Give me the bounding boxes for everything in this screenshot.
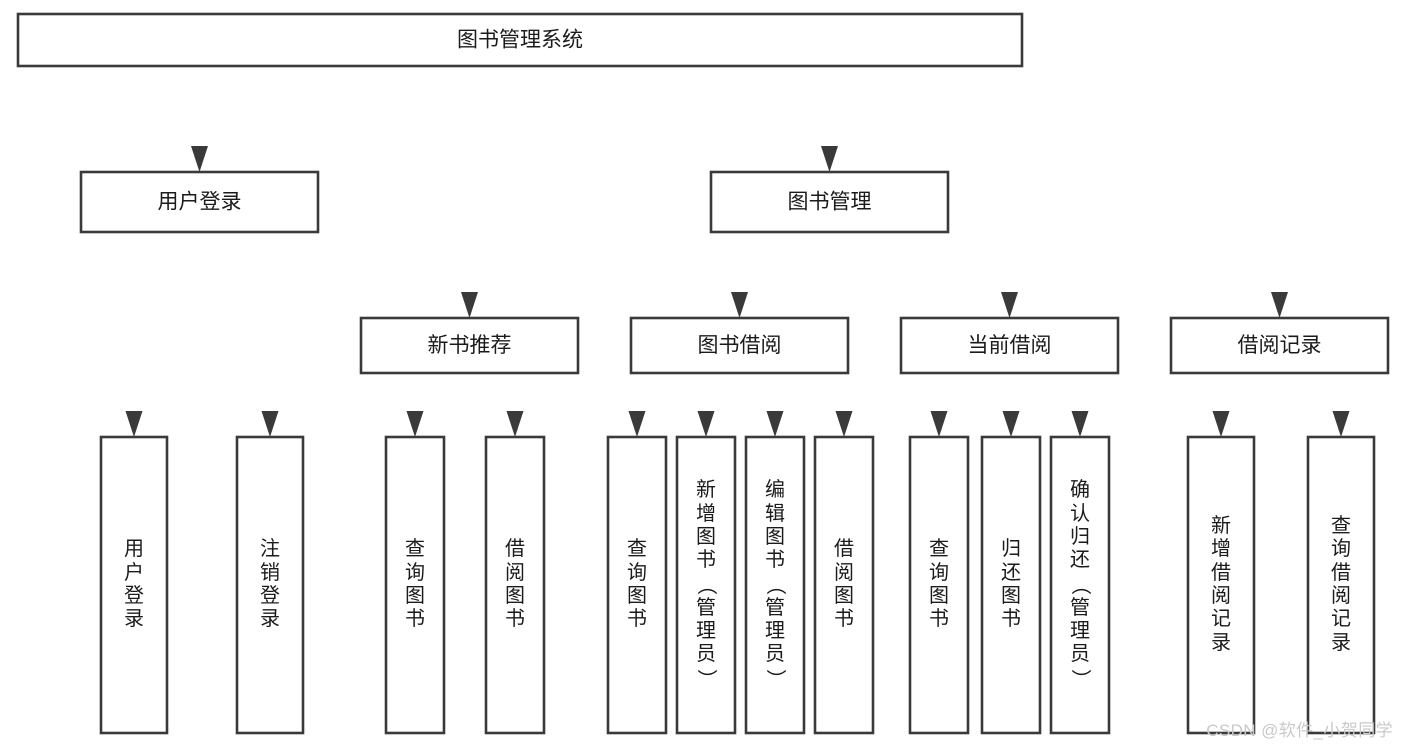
watermark-text: CSDN @软件_小贺同学 (1206, 721, 1393, 740)
book-borrow-arrow-0 (628, 411, 646, 437)
node-leaf-rec-borrow-book[interactable] (484, 435, 546, 735)
borrow-record-arrow-0 (1212, 411, 1230, 437)
book-manage-arrow-3 (1271, 292, 1288, 318)
node-root[interactable] (16, 12, 1024, 68)
node-leaf-cur-query-book[interactable] (908, 435, 970, 735)
node-current-borrow-label: 当前借阅 (968, 334, 1052, 357)
node-leaf-borrow-query-book[interactable] (606, 435, 668, 735)
root-arrow-1 (821, 146, 838, 172)
new-book-recommend-arrow-1 (506, 411, 524, 437)
node-book-manage-label: 图书管理 (788, 191, 872, 214)
node-current-borrow[interactable] (899, 316, 1120, 375)
book-borrow-arrow-2 (766, 411, 784, 437)
node-borrow-record[interactable] (1169, 316, 1390, 375)
node-leaf-rec-add-record[interactable] (1186, 435, 1256, 735)
book-borrow-arrow-3 (835, 411, 853, 437)
current-borrow-arrow-2 (1071, 411, 1089, 437)
borrow-record-arrow-1 (1332, 411, 1350, 437)
node-new-book-recommend[interactable] (359, 316, 580, 375)
book-manage-arrow-2 (1001, 292, 1018, 318)
node-user-login-label: 用户登录 (158, 191, 242, 214)
book-manage-arrow-0 (461, 292, 478, 318)
node-user-login[interactable] (79, 170, 320, 234)
connectors (126, 66, 1350, 437)
node-book-borrow[interactable] (629, 316, 850, 375)
current-borrow-arrow-0 (930, 411, 948, 437)
node-leaf-cur-return-book[interactable] (980, 435, 1042, 735)
node-leaf-rec-query-book[interactable] (384, 435, 446, 735)
node-new-book-recommend-label: 新书推荐 (428, 334, 512, 357)
user-login-arrow-1 (261, 411, 279, 437)
node-leaf-user-logout[interactable] (235, 435, 305, 735)
node-leaf-borrow-borrow-book[interactable] (813, 435, 875, 735)
node-borrow-record-label: 借阅记录 (1238, 334, 1322, 357)
node-book-borrow-label: 图书借阅 (698, 334, 782, 357)
node-book-manage[interactable] (709, 170, 950, 234)
node-leaf-cur-confirm-return[interactable] (1049, 435, 1111, 735)
node-leaf-borrow-add-book[interactable] (675, 435, 737, 735)
new-book-recommend-arrow-0 (406, 411, 424, 437)
user-login-arrow-0 (125, 411, 143, 437)
book-manage-arrow-1 (731, 292, 748, 318)
root-arrow-0 (191, 146, 208, 172)
node-root-label: 图书管理系统 (457, 29, 583, 52)
node-leaf-borrow-edit-book[interactable] (744, 435, 806, 735)
node-leaf-rec-query-record[interactable] (1306, 435, 1376, 735)
current-borrow-arrow-1 (1002, 411, 1020, 437)
node-leaf-user-login[interactable] (99, 435, 169, 735)
book-borrow-arrow-1 (697, 411, 715, 437)
